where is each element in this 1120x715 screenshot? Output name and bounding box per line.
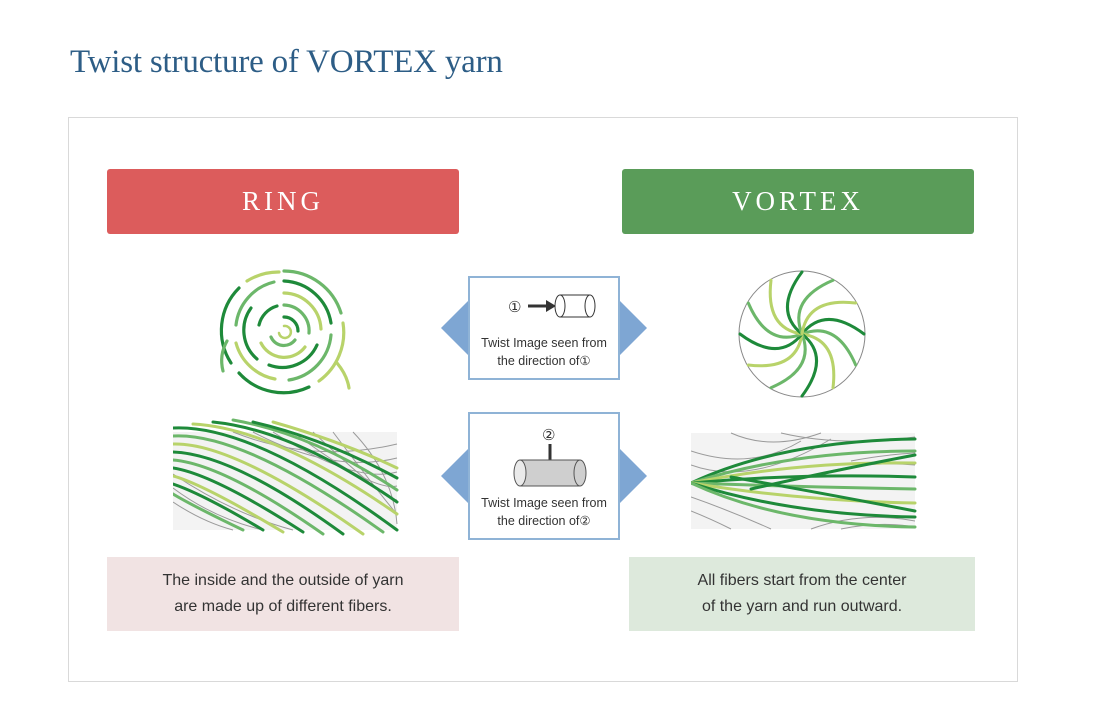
left-pointer-arrow-2 [441, 449, 468, 503]
vortex-label: VORTEX [622, 169, 974, 234]
marker-1: ① [508, 298, 521, 316]
vortex-description-line2: of the yarn and run outward. [701, 598, 903, 615]
vortex-description-line1: All fibers start from the center [697, 572, 907, 589]
left-pointer-arrow-1 [441, 301, 468, 355]
vortex-spiral-fiber [800, 300, 858, 336]
vortex-cross-section [738, 270, 866, 398]
vortex-spiral-fiber [800, 329, 858, 367]
panel-1-caption: Twist Image seen from the direction of① [470, 334, 618, 370]
diagram-frame: RING VORTEX [68, 117, 1018, 682]
vortex-spiral-fiber [800, 332, 818, 398]
vortex-spiral-fiber [769, 332, 807, 390]
vortex-spiral-fiber [746, 301, 804, 339]
vortex-spiral-fiber [800, 332, 836, 390]
vortex-spiral-fiber [768, 278, 804, 336]
right-pointer-arrow-1 [620, 301, 647, 355]
ring-side-view [173, 418, 399, 536]
vortex-spiral-fiber [738, 332, 804, 350]
vortex-spiral-fiber [786, 270, 804, 336]
view-direction-panel-2: ② Twist Image seen from the direction of… [468, 412, 620, 540]
ring-cross-section [219, 269, 351, 395]
panel-1-caption-line1: Twist Image seen from [481, 336, 607, 350]
cylinder-side-view-icon: ② [513, 426, 587, 487]
marker-2: ② [542, 426, 555, 444]
vortex-side-view [691, 432, 917, 530]
cylinder-end-view-icon: ① [508, 294, 596, 318]
panel-2-caption-line1: Twist Image seen from [481, 496, 607, 510]
page-title: Twist structure of VORTEX yarn [70, 44, 503, 80]
vortex-description: All fibers start from the center of the … [629, 557, 975, 631]
panel-2-caption: Twist Image seen from the direction of② [470, 494, 618, 530]
ring-description-line2: are made up of different fibers. [174, 598, 392, 615]
ring-description: The inside and the outside of yarn are m… [107, 557, 459, 631]
vortex-spiral-fiber [797, 278, 835, 336]
view-direction-panel-1: ① Twist Image seen from the direction of… [468, 276, 620, 380]
ring-label: RING [107, 169, 459, 234]
vortex-spiral-fiber [800, 318, 866, 336]
ring-description-line1: The inside and the outside of yarn [162, 572, 404, 589]
panel-1-caption-line2: the direction of① [497, 354, 591, 368]
right-pointer-arrow-2 [620, 449, 647, 503]
panel-2-caption-line2: the direction of② [497, 514, 591, 528]
vortex-spiral-fiber [746, 332, 804, 368]
